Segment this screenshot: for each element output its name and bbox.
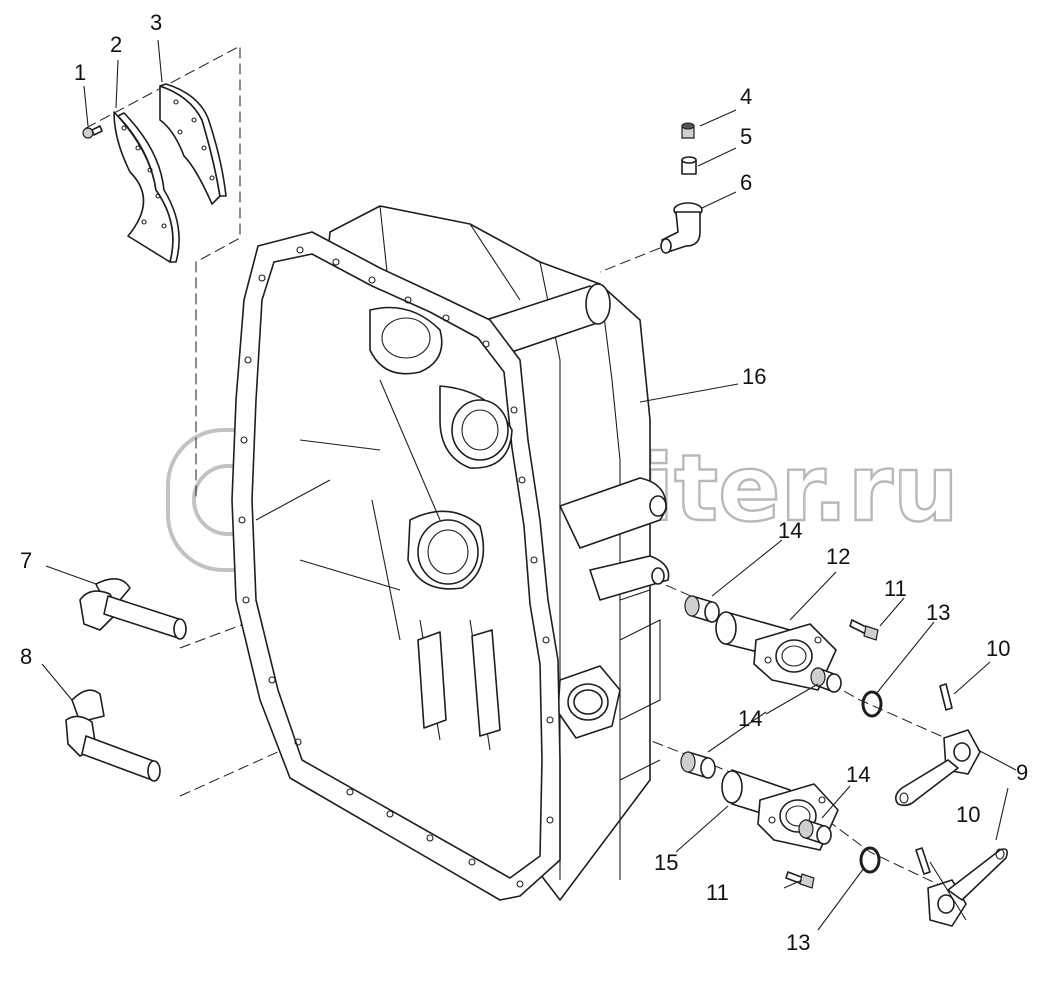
part-14-bearing [810, 667, 842, 693]
part-3-plate [159, 83, 227, 205]
callout-6: 6 [740, 170, 752, 195]
part-12-housing [715, 611, 837, 691]
assembly-centerlines [85, 45, 951, 891]
callout-13-upper: 13 [926, 600, 950, 625]
callout-3: 3 [150, 10, 162, 35]
part-4-plug [681, 122, 695, 139]
callout-15: 15 [654, 850, 678, 875]
part-1-screw [82, 125, 103, 139]
callout-9: 9 [1016, 760, 1028, 785]
part-5-spacer [681, 156, 697, 175]
callout-1: 1 [74, 60, 86, 85]
part-7-shaft [79, 578, 187, 640]
callout-13-lower: 13 [786, 930, 810, 955]
callout-16: 16 [742, 364, 766, 389]
part-10-pin [939, 683, 953, 711]
part-14-bearing [798, 819, 832, 845]
callout-11-upper: 11 [884, 576, 907, 601]
callout-5: 5 [740, 124, 752, 149]
part-8-shaft [65, 689, 161, 782]
part-14-bearing [680, 751, 716, 779]
part-14-bearing [684, 595, 720, 623]
callout-labels: 1 2 3 4 5 6 7 8 9 10 10 11 11 12 13 13 1… [20, 10, 1028, 955]
callout-14-top: 14 [778, 518, 802, 543]
callout-14-middle: 14 [738, 706, 762, 731]
callout-11-lower: 11 [706, 880, 729, 905]
callout-12: 12 [826, 544, 850, 569]
part-16-housing [231, 205, 670, 901]
part-13-oring [861, 690, 883, 718]
part-11-bolt [849, 619, 879, 641]
part-9-lever [927, 848, 1008, 927]
callout-7: 7 [20, 548, 32, 573]
part-9-lever [894, 729, 981, 807]
part-2-gasket [113, 111, 180, 263]
callout-10-lower: 10 [956, 802, 980, 827]
callout-4: 4 [740, 84, 752, 109]
part-6-elbow [660, 202, 703, 254]
callout-2: 2 [110, 32, 122, 57]
callout-10-upper: 10 [986, 636, 1010, 661]
callout-14-right: 14 [846, 762, 870, 787]
part-13-oring [859, 846, 881, 874]
leader-lines [41, 39, 1017, 931]
part-10-pin [915, 847, 931, 875]
callout-8: 8 [20, 644, 32, 669]
